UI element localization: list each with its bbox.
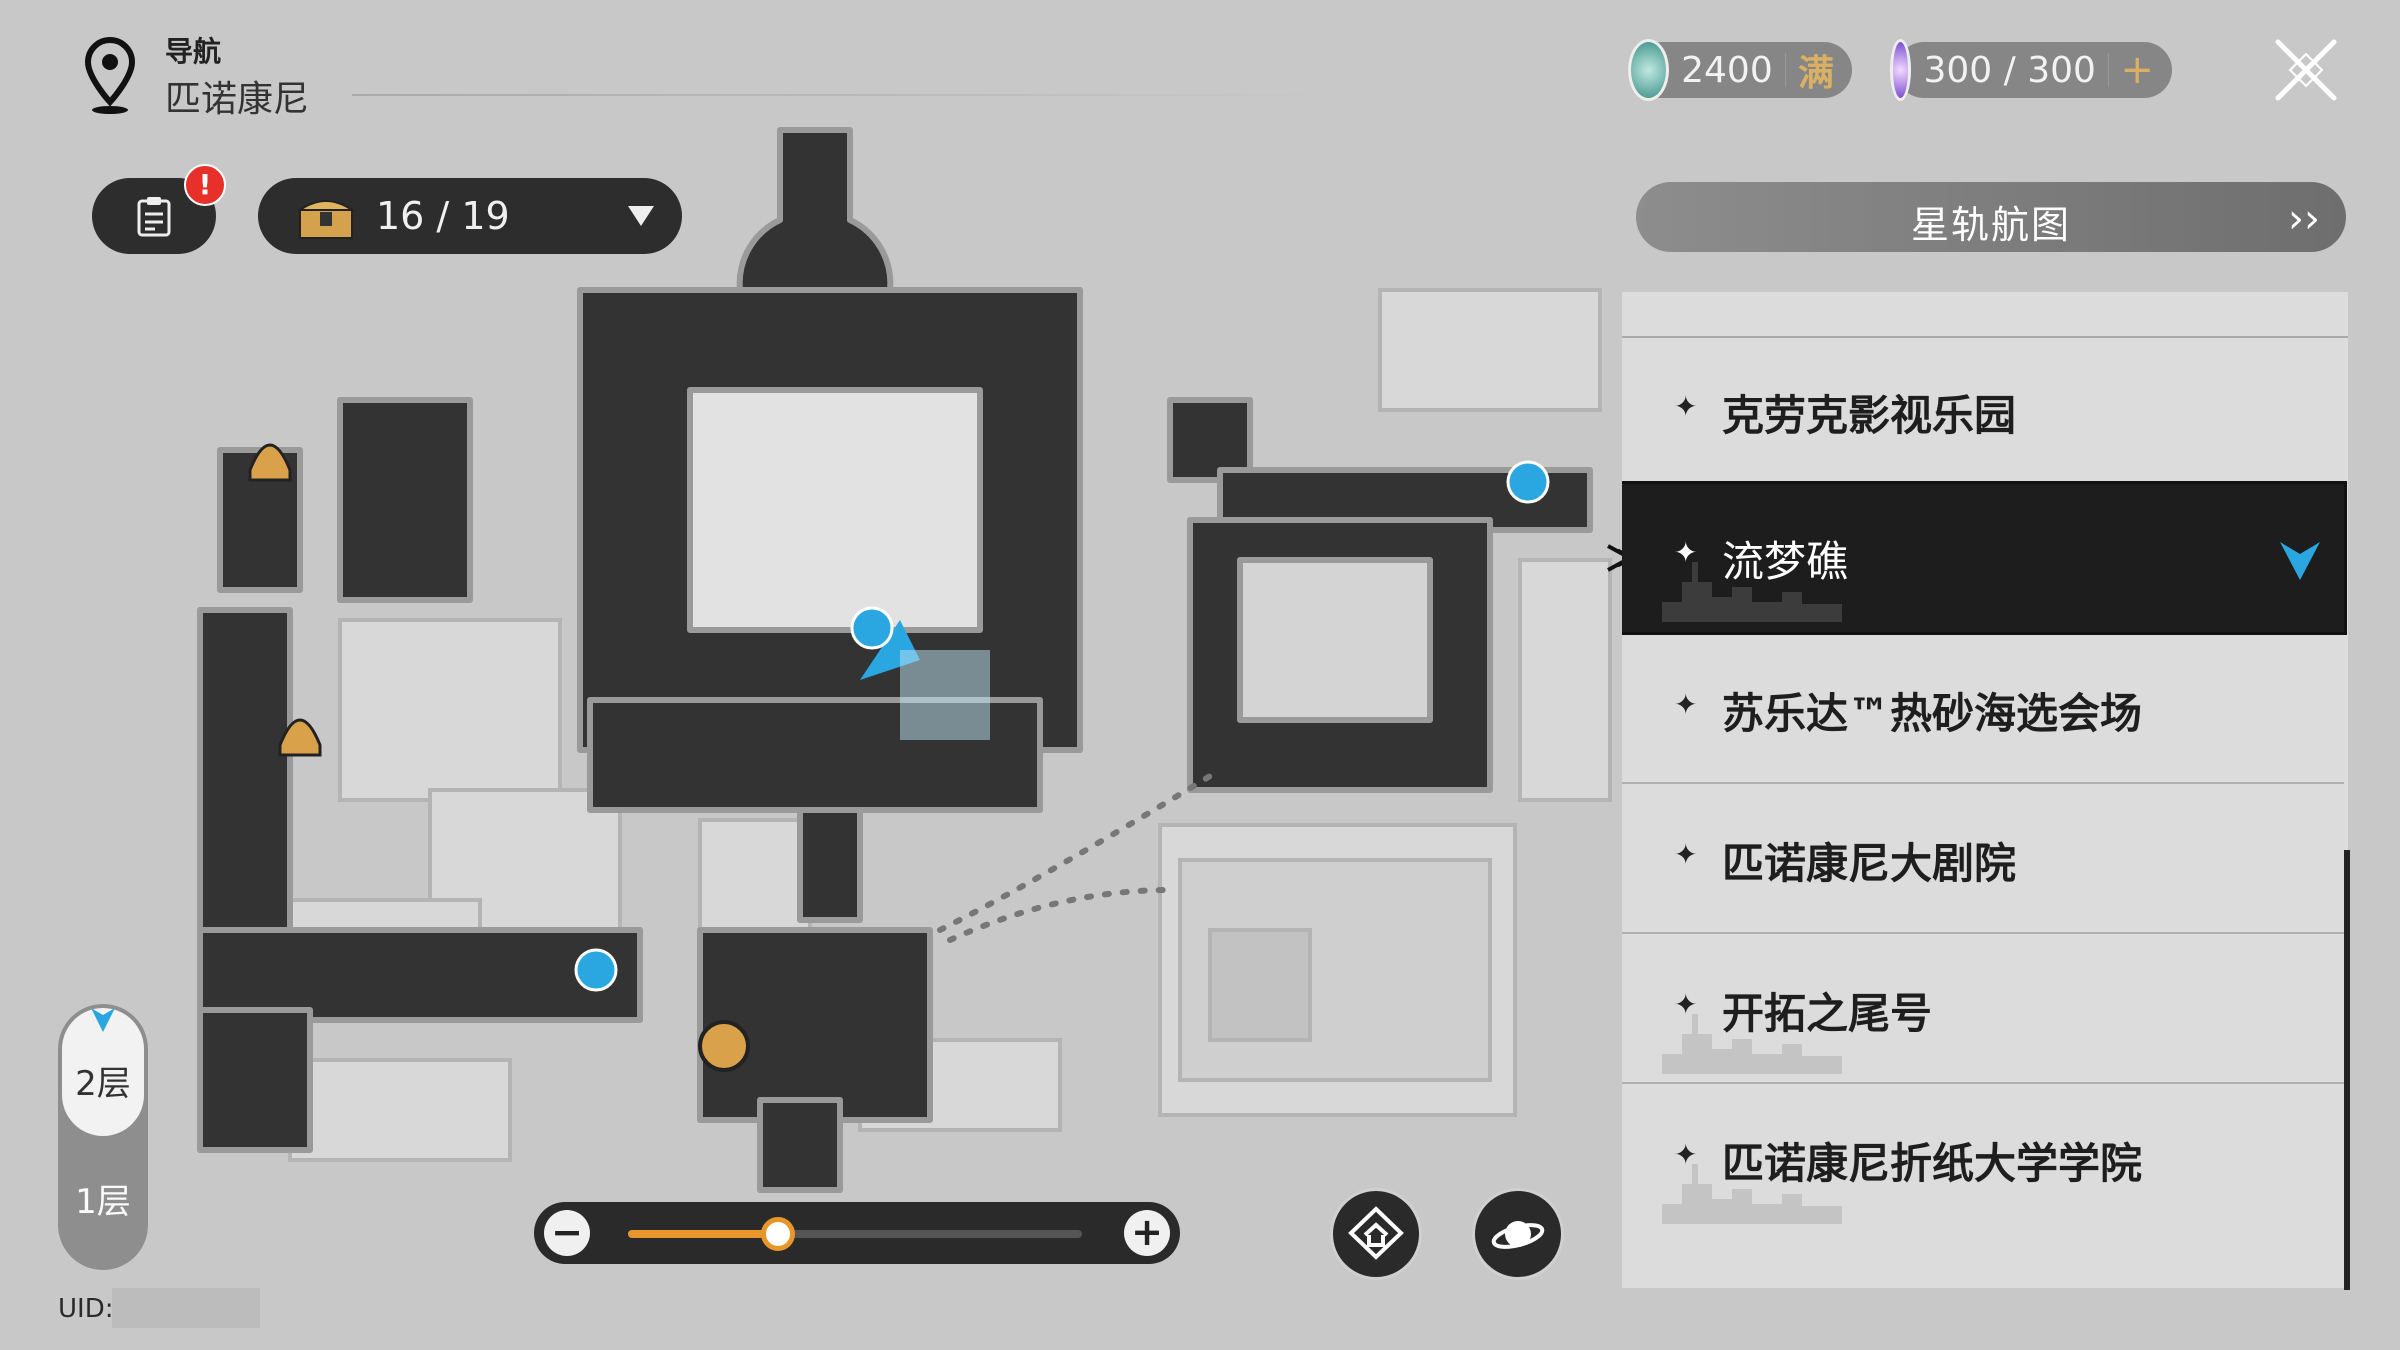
alert-badge: ! [184, 164, 226, 206]
map-pin-icon [84, 36, 136, 114]
sparkle-icon: ✦ [1674, 838, 1698, 871]
sparkle-icon: ✦ [1674, 1138, 1698, 1171]
sparkle-icon: ✦ [1674, 988, 1698, 1021]
divider [2107, 53, 2109, 87]
divider [352, 94, 1332, 96]
sparkle-icon: ✦ [1674, 688, 1698, 721]
location-item[interactable]: ✦ 克劳克影视乐园 [1622, 338, 2344, 486]
planet-button[interactable] [1472, 1188, 1564, 1280]
uid-label: UID: [58, 1294, 114, 1324]
location-item[interactable]: ✦ 匹诺康尼大剧院 [1622, 786, 2344, 934]
location-label: 克劳克影视乐园 [1722, 391, 2017, 440]
reserved-power-icon [1628, 39, 1670, 101]
current-location-marker-icon [2280, 542, 2320, 580]
treasure-chest-counter[interactable]: 16 / 19 [258, 178, 682, 254]
location-item[interactable]: ✦ 开拓之尾号 [1622, 936, 2344, 1084]
zoom-out-button[interactable]: − [544, 1210, 590, 1256]
divider [1622, 932, 2344, 934]
location-label: 流梦礁 [1722, 537, 1849, 586]
divider [1622, 782, 2344, 784]
floor-2-button[interactable]: 2层 [62, 1008, 144, 1136]
planet-icon [1491, 1221, 1545, 1249]
location-item[interactable]: ✦ 苏乐达™热砂海选会场 [1622, 636, 2344, 784]
current-location: 匹诺康尼 [165, 79, 310, 120]
list-scrollbar[interactable] [2344, 850, 2350, 1290]
treasure-chest-icon [296, 200, 356, 239]
trailblaze-power-value: 300 / 300 [1923, 49, 2096, 91]
trailblaze-power-icon [1890, 39, 1912, 101]
floor-2-label: 2层 [75, 1064, 131, 1104]
location-label: 苏乐达™热砂海选会场 [1722, 689, 2143, 738]
city-skyline-icon [1662, 1164, 1842, 1224]
floor-1-button[interactable]: 1层 [62, 1174, 144, 1244]
reserved-power-counter[interactable]: 2400 满 [1628, 39, 1852, 101]
divider [1622, 1082, 2344, 1084]
uid-value-redacted [112, 1288, 260, 1328]
sparkle-icon: ✦ [1674, 390, 1698, 423]
floor-1-label: 1层 [75, 1182, 131, 1222]
home-button[interactable] [1330, 1188, 1422, 1280]
location-item-selected[interactable]: ✦ 流梦礁 [1622, 481, 2347, 635]
divider [1784, 53, 1786, 87]
location-item[interactable]: ✦ 匹诺康尼折纸大学学院 [1622, 1086, 2344, 1234]
divider [1622, 336, 2348, 338]
star-rail-map-label: 星轨航图 [1910, 203, 2071, 247]
city-skyline-icon [1662, 1014, 1842, 1074]
location-label: 匹诺康尼折纸大学学院 [1722, 1139, 2143, 1188]
location-label: 匹诺康尼大剧院 [1722, 839, 2017, 888]
full-label: 满 [1797, 53, 1834, 94]
chest-count: 16 / 19 [376, 194, 510, 238]
close-icon[interactable] [2270, 34, 2342, 106]
zoom-slider-track[interactable] [628, 1217, 1082, 1251]
mission-log-button[interactable]: ! [92, 164, 226, 254]
navigation-label: 导航 [165, 35, 222, 68]
star-rail-map-button[interactable]: 星轨航图 ›› [1636, 182, 2346, 252]
double-chevron-right-icon: ›› [2288, 196, 2320, 242]
zoom-slider-handle[interactable] [760, 1217, 795, 1251]
current-floor-marker-icon [91, 1008, 115, 1032]
reserved-power-value: 2400 [1681, 49, 1773, 91]
clipboard-icon [137, 197, 171, 237]
city-skyline-icon [1662, 562, 1842, 622]
location-list[interactable]: ✦ 克劳克影视乐园 ✦ 流梦礁 ✦ 苏乐达™热砂海选会场 ✦ 匹诺康尼大剧院 ✦… [1622, 292, 2348, 1288]
floor-selector[interactable]: 2层 1层 [58, 1004, 148, 1270]
sparkle-icon: ✦ [1674, 536, 1698, 569]
zoom-in-button[interactable]: + [1124, 1210, 1170, 1256]
home-teleport-icon [1348, 1206, 1404, 1260]
location-label: 开拓之尾号 [1722, 989, 1933, 1038]
add-power-button[interactable]: + [2120, 47, 2154, 93]
zoom-slider-fill [628, 1230, 778, 1238]
zoom-control[interactable]: − + [534, 1202, 1180, 1264]
trailblaze-power-counter[interactable]: 300 / 300 + [1890, 39, 2172, 101]
dropdown-icon[interactable] [628, 206, 654, 226]
